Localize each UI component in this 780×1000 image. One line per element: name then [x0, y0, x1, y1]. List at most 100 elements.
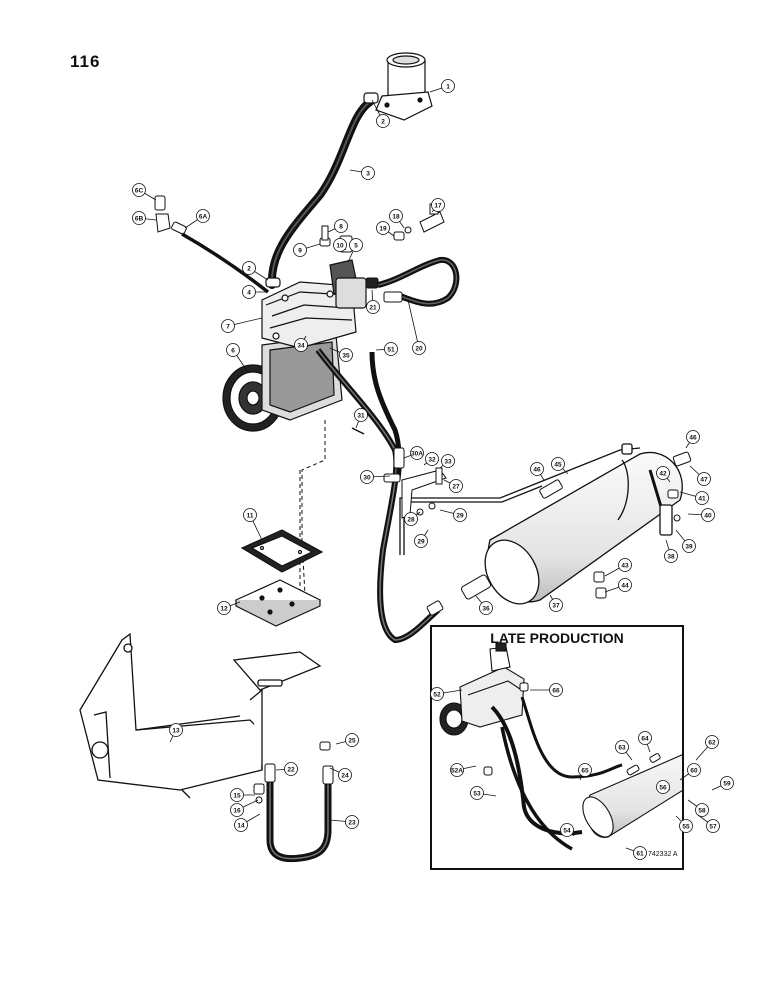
callout-number: 32	[428, 456, 436, 463]
callout-number: 10	[336, 242, 344, 249]
callout-circle	[132, 183, 146, 197]
hose-clamp	[363, 92, 379, 104]
callout-circle	[384, 342, 398, 356]
callout-number: 2	[381, 118, 385, 125]
callout-circle	[441, 79, 455, 93]
callout-circle	[695, 803, 709, 817]
callout-number: 31	[357, 412, 365, 419]
callout-circle	[638, 731, 652, 745]
callout-number: 34	[297, 342, 305, 349]
callout-circle	[404, 512, 418, 526]
callout-circle	[479, 601, 493, 615]
callout-number: 38	[667, 553, 675, 560]
callout-circle	[695, 491, 709, 505]
callout-number: 64	[641, 735, 649, 742]
callout-circle	[615, 740, 629, 754]
callout-circle	[333, 238, 347, 252]
callout-number: 58	[698, 807, 706, 814]
callout-number: 6A	[199, 213, 208, 220]
callout-circle	[441, 454, 455, 468]
callout-number: 25	[348, 737, 356, 744]
callout-circle	[242, 261, 256, 275]
gasket	[240, 529, 324, 573]
callout-circle	[284, 762, 298, 776]
callout-number: 17	[434, 202, 442, 209]
callout-circle	[230, 788, 244, 802]
callout-circle	[578, 763, 592, 777]
late-production-drawing	[439, 642, 682, 851]
callout-circle	[242, 285, 256, 299]
callout-circle	[338, 768, 352, 782]
callout-circle	[360, 470, 374, 484]
callout-number: 53	[473, 790, 481, 797]
callout-circle	[293, 243, 307, 257]
intake-elbow	[375, 52, 433, 121]
callout-number: 30	[363, 474, 371, 481]
callout-circle	[470, 786, 484, 800]
callout-number: 39	[685, 543, 693, 550]
callout-number: 23	[348, 819, 356, 826]
callout-circle	[430, 687, 444, 701]
callout-number: 13	[172, 727, 180, 734]
callout-number: 28	[407, 516, 415, 523]
callout-number: 40	[704, 512, 712, 519]
callout-circle	[217, 601, 231, 615]
callout-number: 6	[231, 347, 235, 354]
callout-number: 46	[689, 434, 697, 441]
callout-circle	[366, 300, 380, 314]
callout-circle	[234, 818, 248, 832]
callout-number: 29	[417, 538, 425, 545]
callout-number: 11	[247, 512, 254, 519]
callout-circle	[334, 219, 348, 233]
hose-clamp	[265, 277, 281, 288]
callout-number: 51	[387, 346, 395, 353]
callout-circle	[697, 472, 711, 486]
callout-circle	[560, 823, 574, 837]
callout-number: 36	[482, 605, 490, 612]
callout-circle	[196, 209, 210, 223]
callout-circle	[656, 466, 670, 480]
callout-number: 21	[369, 304, 377, 311]
callout-circle	[618, 578, 632, 592]
callout-number: 7	[226, 323, 230, 330]
callout-number: 59	[723, 780, 731, 787]
late-production-inset: LATE PRODUCTION	[430, 625, 684, 870]
callout-circle	[132, 211, 146, 225]
callout-number: 19	[379, 225, 387, 232]
callout-circle	[720, 776, 734, 790]
callout-number: 55	[682, 823, 690, 830]
callout-number: 44	[621, 582, 629, 589]
callout-circle	[449, 479, 463, 493]
callout-circle	[226, 343, 240, 357]
callout-circle	[656, 780, 670, 794]
callout-number: 52A	[451, 767, 463, 774]
callout-number: 29	[456, 512, 464, 519]
callout-circle	[682, 539, 696, 553]
callout-circle	[705, 735, 719, 749]
callout-number: 24	[341, 772, 349, 779]
callout-circle	[414, 534, 428, 548]
callout-number: 57	[709, 823, 717, 830]
callout-circle	[243, 508, 257, 522]
callout-circle	[687, 763, 701, 777]
callout-number: 35	[342, 352, 350, 359]
callout-circle	[294, 338, 308, 352]
callout-circle	[453, 508, 467, 522]
callout-circle	[633, 846, 647, 860]
mounting-plate	[234, 579, 322, 627]
callout-circle	[361, 166, 375, 180]
callout-circle	[376, 221, 390, 235]
callout-number: 45	[554, 461, 562, 468]
callout-number: 1	[446, 83, 450, 90]
callout-circle	[618, 558, 632, 572]
callout-circle	[345, 733, 359, 747]
callout-circle	[345, 815, 359, 829]
callout-number: 30A	[411, 450, 423, 457]
callout-circle	[450, 763, 464, 777]
mounting-bracket	[79, 632, 322, 799]
callout-circle	[530, 462, 544, 476]
callout-number: 54	[563, 827, 571, 834]
callout-circle	[701, 508, 715, 522]
callout-number: 42	[659, 470, 667, 477]
